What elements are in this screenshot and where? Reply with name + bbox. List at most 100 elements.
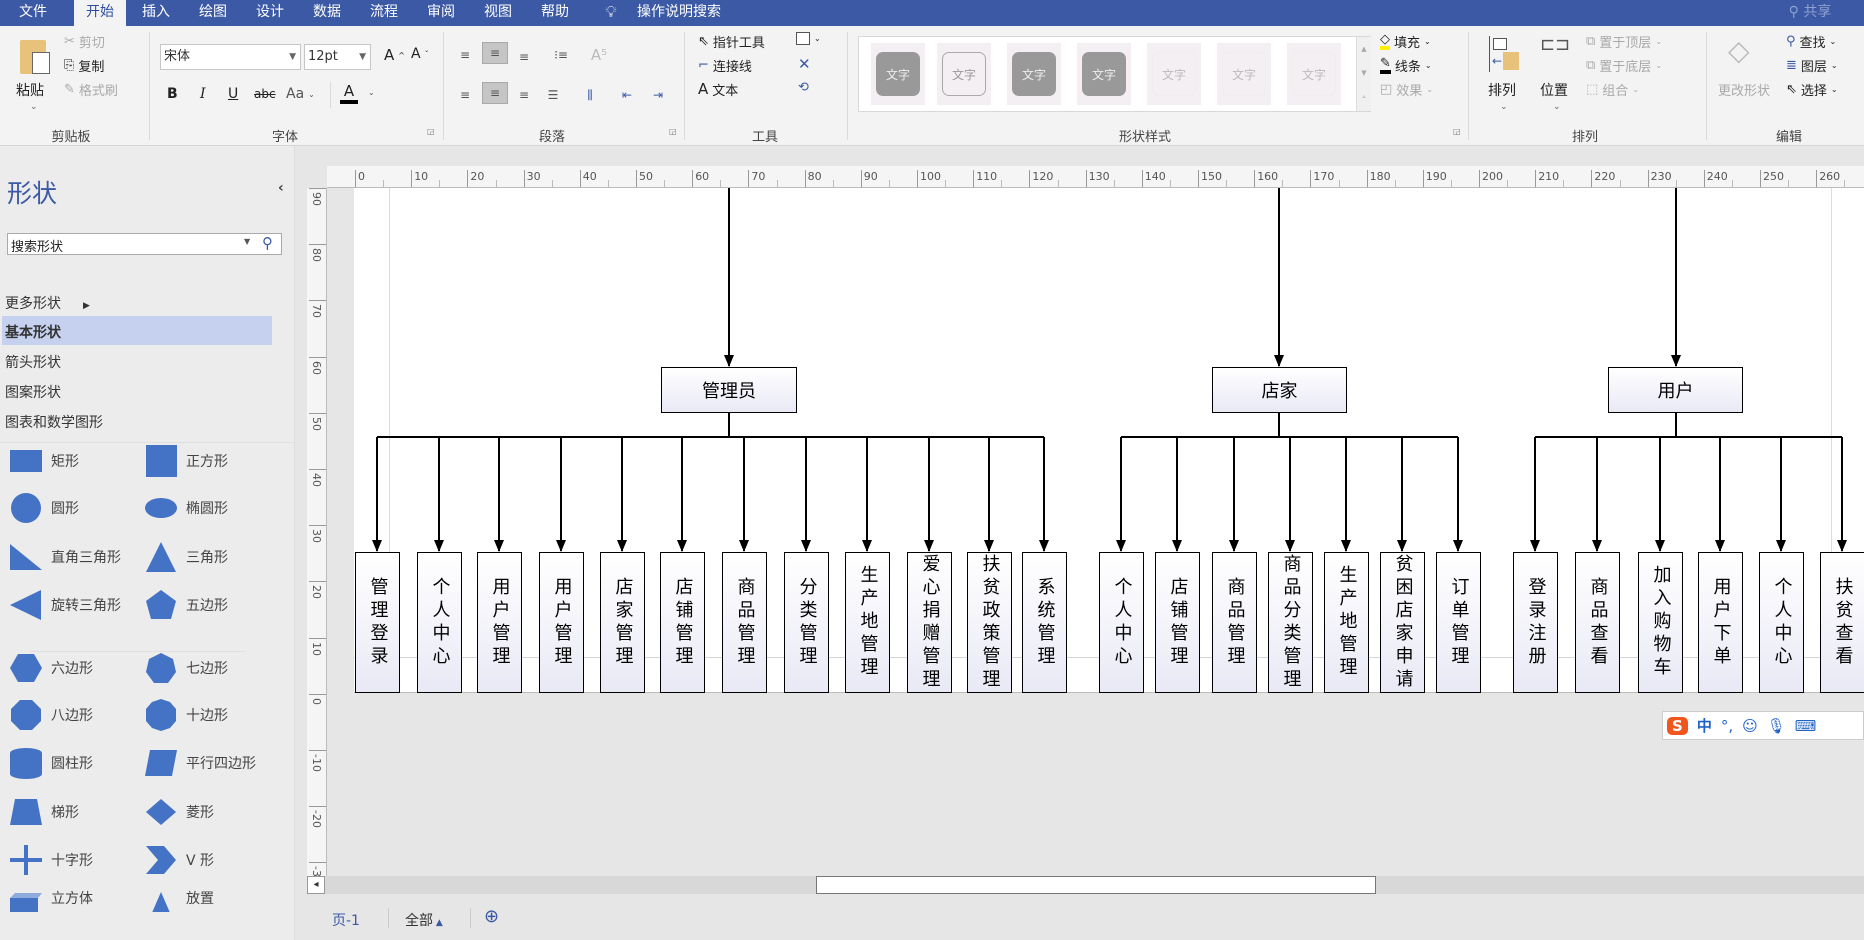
- dialog-launcher-icon[interactable]: ◲: [1453, 127, 1461, 136]
- shape-diamond[interactable]: 菱形: [144, 795, 214, 829]
- function-node[interactable]: 扶贫查看: [1820, 552, 1864, 693]
- paste-dropdown-icon[interactable]: ⌄: [30, 102, 38, 112]
- dialog-launcher-icon[interactable]: ◲: [427, 127, 435, 136]
- function-node[interactable]: 个人中心: [1099, 552, 1144, 693]
- fill-button[interactable]: ◇填充⌄: [1380, 32, 1431, 51]
- shape-circle[interactable]: 圆形: [9, 491, 79, 525]
- shape-style-item[interactable]: 文字: [1147, 43, 1201, 105]
- bold-button[interactable]: B: [167, 86, 178, 102]
- change-case-button[interactable]: Aa⌄: [286, 86, 315, 102]
- category-more-shapes[interactable]: 更多形状▶: [5, 296, 90, 312]
- close-icon[interactable]: ✕: [798, 55, 811, 73]
- increase-indent-icon[interactable]: ⇥: [652, 88, 664, 102]
- function-node[interactable]: 加入购物车: [1638, 552, 1683, 693]
- tab-design[interactable]: 设计: [256, 4, 284, 20]
- gallery-scrollbar[interactable]: ▲▼⩡: [1356, 37, 1371, 111]
- function-node[interactable]: 订单管理: [1436, 552, 1481, 693]
- ime-language[interactable]: 中: [1696, 717, 1712, 735]
- share-button[interactable]: ⚲ 共享: [1788, 4, 1832, 20]
- add-page-icon[interactable]: ⊕: [484, 906, 500, 927]
- layers-button[interactable]: ≣图层⌄: [1786, 58, 1838, 75]
- collapse-pane-icon[interactable]: ‹: [278, 180, 284, 196]
- change-shape-button[interactable]: 更改形状: [1718, 84, 1771, 99]
- pointer-tool-button[interactable]: ⇖指针工具: [698, 34, 765, 51]
- strikethrough-button[interactable]: abc: [254, 87, 276, 101]
- category-arrow-shapes[interactable]: 箭头形状: [5, 355, 61, 371]
- connector-button[interactable]: ⌐连接线: [698, 58, 752, 75]
- shape-placement[interactable]: 放置: [144, 888, 214, 912]
- all-pages-button[interactable]: 全部 ▲: [405, 913, 443, 929]
- arrange-button[interactable]: 排列: [1488, 83, 1516, 99]
- line-button[interactable]: ✎线条⌄: [1380, 56, 1432, 75]
- shape-style-item[interactable]: 文字: [1007, 43, 1061, 105]
- function-node[interactable]: 生产地管理: [1324, 552, 1369, 693]
- lightbulb-icon[interactable]: 💡︎: [605, 2, 617, 21]
- function-node[interactable]: 登录注册: [1513, 552, 1558, 693]
- function-node[interactable]: 商品查看: [1575, 552, 1620, 693]
- tab-view[interactable]: 视图: [484, 4, 512, 20]
- tab-draw[interactable]: 绘图: [199, 4, 227, 20]
- chevron-down-icon[interactable]: ⌄: [368, 88, 375, 97]
- align-center-icon[interactable]: ≡: [482, 82, 508, 104]
- effects-button[interactable]: ◰效果⌄: [1380, 82, 1434, 99]
- shape-style-item[interactable]: 文字: [937, 43, 991, 105]
- shape-style-item[interactable]: 文字: [1077, 43, 1131, 105]
- shape-trapezoid[interactable]: 梯形: [9, 795, 79, 829]
- tell-me-search[interactable]: 操作说明搜索: [637, 4, 721, 20]
- shape-right-triangle[interactable]: 直角三角形: [9, 540, 121, 574]
- paste-button[interactable]: 粘贴: [16, 83, 44, 99]
- underline-button[interactable]: U: [228, 86, 239, 102]
- align-right-icon[interactable]: ≡: [518, 88, 530, 102]
- decrease-indent-icon[interactable]: ⇤: [621, 88, 633, 102]
- function-node[interactable]: 系统管理: [1022, 552, 1067, 693]
- function-node[interactable]: 用户管理: [477, 552, 522, 693]
- bullets-icon[interactable]: ⁝≡: [554, 48, 568, 62]
- text-direction-icon[interactable]: ⫼: [587, 87, 593, 102]
- justify-icon[interactable]: ☰: [547, 88, 559, 102]
- shape-pentagon[interactable]: 五边形: [144, 588, 228, 622]
- shape-heptagon[interactable]: 七边形: [144, 651, 228, 685]
- function-node[interactable]: 店铺管理: [1155, 552, 1200, 693]
- shape-chevron[interactable]: V 形: [144, 843, 214, 877]
- function-node[interactable]: 店铺管理: [660, 552, 705, 693]
- position-icon[interactable]: ⊏⊐: [1540, 34, 1571, 55]
- shape-ellipse[interactable]: 椭圆形: [144, 491, 228, 525]
- shape-square[interactable]: 正方形: [144, 444, 228, 478]
- bring-to-front-button[interactable]: ⧉置于顶层⌄: [1586, 34, 1663, 51]
- function-node[interactable]: 个人中心: [417, 552, 462, 693]
- category-pattern-shapes[interactable]: 图案形状: [5, 385, 61, 401]
- position-button[interactable]: 位置: [1540, 83, 1568, 99]
- send-to-back-button[interactable]: ⧉置于底层⌄: [1586, 58, 1663, 75]
- function-node[interactable]: 店家管理: [600, 552, 645, 693]
- text-rotate-icon[interactable]: A⁵: [590, 46, 608, 64]
- emoji-icon[interactable]: ☺: [1742, 716, 1758, 735]
- chevron-down-icon[interactable]: ⌄: [1553, 102, 1561, 112]
- change-shape-icon[interactable]: ◇: [1728, 34, 1750, 67]
- function-node[interactable]: 爱心捐赠管理: [907, 552, 952, 693]
- function-node[interactable]: 商品管理: [722, 552, 767, 693]
- shape-style-item[interactable]: 文字: [1287, 43, 1341, 105]
- shape-octagon[interactable]: 八边形: [9, 698, 93, 732]
- function-node[interactable]: 个人中心: [1759, 552, 1804, 693]
- shape-cross[interactable]: 十字形: [9, 843, 93, 877]
- dialog-launcher-icon[interactable]: ◲: [669, 127, 677, 136]
- arrange-icon[interactable]: ←: [1487, 34, 1521, 74]
- horizontal-scrollbar[interactable]: ◂: [307, 876, 1864, 894]
- function-node[interactable]: 商品分类管理: [1268, 552, 1313, 693]
- shape-style-item[interactable]: 文字: [1217, 43, 1271, 105]
- shape-hexagon[interactable]: 六边形: [9, 651, 93, 685]
- scrollbar-thumb[interactable]: [816, 876, 1376, 894]
- ime-punctuation[interactable]: °,: [1720, 716, 1734, 735]
- font-size-select[interactable]: 12pt▼: [304, 44, 371, 70]
- find-button[interactable]: ⚲查找⌄: [1786, 34, 1837, 51]
- rotate-icon[interactable]: ⟲: [798, 80, 809, 95]
- rectangle-tool-button[interactable]: ⌄: [796, 32, 821, 45]
- shape-style-item[interactable]: 文字: [871, 43, 925, 105]
- function-node[interactable]: 贫困店家申请: [1380, 552, 1425, 693]
- keyboard-icon[interactable]: ⌨: [1794, 716, 1817, 735]
- cut-button[interactable]: ✂剪切: [64, 34, 105, 51]
- tab-process[interactable]: 流程: [370, 4, 398, 20]
- drawing-canvas[interactable]: 管理员管理登录个人中心用户管理用户管理店家管理店铺管理商品管理分类管理生产地管理…: [327, 188, 1864, 876]
